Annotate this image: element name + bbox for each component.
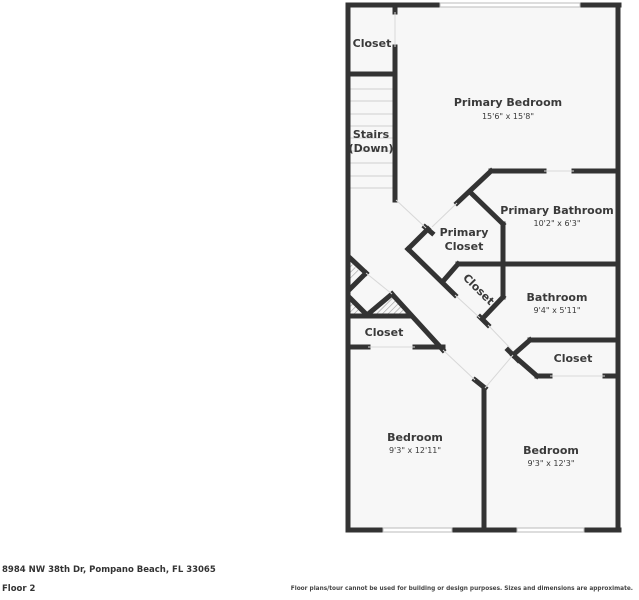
room-label-stairs-down: (Down) — [349, 142, 394, 155]
door-openings — [365, 12, 605, 389]
room-dims-bedroom-left: 9'3" x 12'11" — [389, 446, 441, 455]
room-label-closet-top-left: Closet — [353, 37, 392, 50]
room-label-bathroom: Bathroom — [527, 291, 588, 304]
outer-walls — [345, 2, 622, 533]
hatched-area-lower-right — [375, 297, 407, 314]
stairs-treads — [350, 88, 393, 189]
window-bedroom-left — [382, 527, 453, 533]
room-label-primary-closet: Primary — [440, 226, 489, 239]
room-dims-primary-bathroom: 10'2" x 6'3" — [533, 219, 580, 228]
room-dims-primary-bedroom: 15'6" x 15'8" — [482, 112, 534, 121]
room-label-primary-bathroom: Primary Bathroom — [500, 204, 613, 217]
room-dims-bedroom-right: 9'3" x 12'3" — [527, 459, 574, 468]
disclaimer: Floor plans/tour cannot be used for buil… — [290, 586, 633, 592]
room-label-primary-closet-line2: Closet — [445, 240, 484, 253]
hatched-area-upper — [350, 262, 360, 282]
room-label-bedroom-right: Bedroom — [523, 444, 579, 457]
floor-label: Floor 2 — [2, 584, 36, 594]
room-dims-bathroom: 9'4" x 5'11" — [533, 306, 580, 315]
room-label-stairs: Stairs — [353, 128, 390, 141]
room-label-closet-mid-left: Closet — [365, 326, 404, 339]
room-label-closet-mid-right: Closet — [554, 352, 593, 365]
window-primary-bedroom — [439, 2, 581, 8]
interior-walls — [345, 6, 621, 533]
room-label-bedroom-left: Bedroom — [387, 431, 443, 444]
window-bedroom-right — [516, 527, 585, 533]
room-label-primary-bedroom: Primary Bedroom — [454, 96, 562, 109]
property-address: 8984 NW 38th Dr, Pompano Beach, FL 33065 — [2, 565, 216, 575]
